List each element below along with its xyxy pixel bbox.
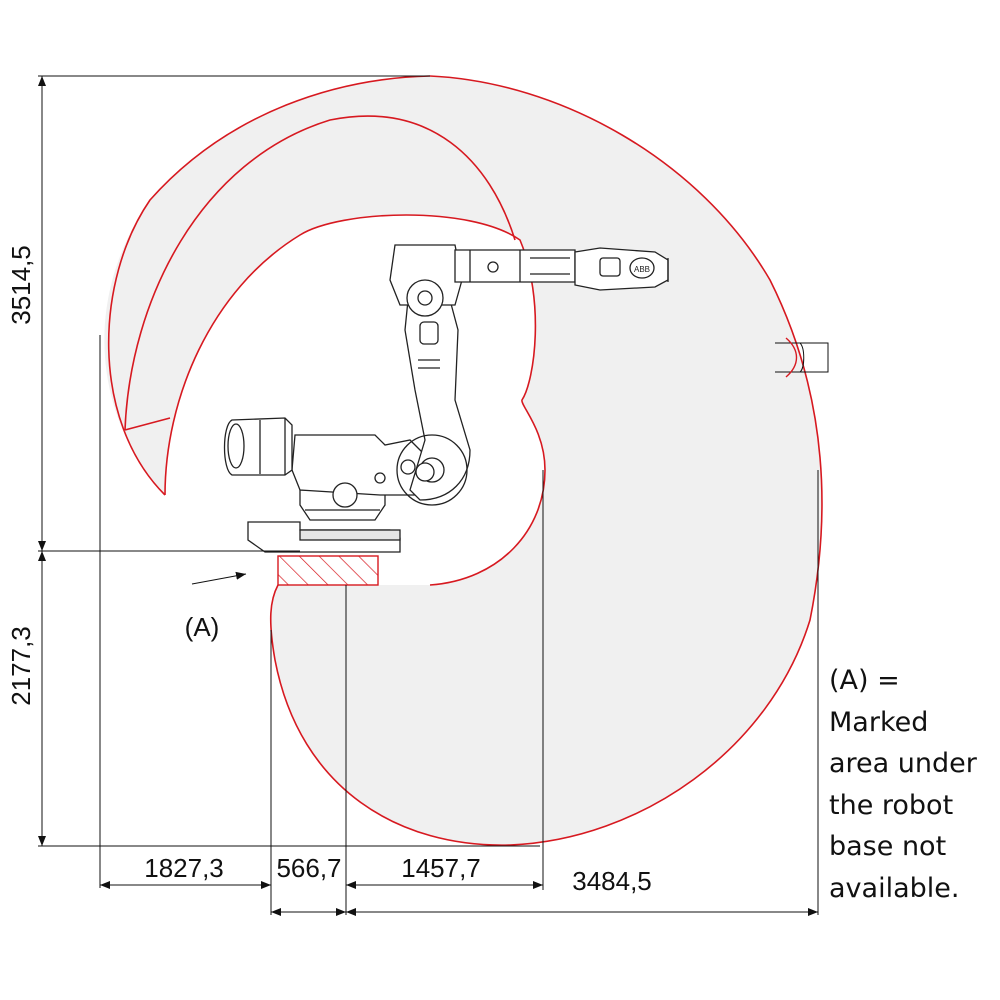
width-left-label: 1827,3 xyxy=(144,853,224,883)
legend-line: base not xyxy=(829,831,947,862)
width-base-label: 566,7 xyxy=(276,853,341,883)
robot-lower-arm xyxy=(404,299,471,501)
height-upper-label: 3514,5 xyxy=(6,245,36,325)
legend-note: (A) = Marked area under the robot base n… xyxy=(829,660,999,909)
legend-line: available. xyxy=(829,872,960,904)
robot-shoulder xyxy=(389,244,463,306)
marked-area-a xyxy=(277,555,379,586)
height-lower-label: 2177,3 xyxy=(6,626,36,706)
dimension-lines xyxy=(38,75,819,916)
robot-upper-arm xyxy=(454,249,576,283)
envelope-middle-chord xyxy=(124,417,171,431)
marker-a-label: (A) xyxy=(185,612,220,642)
envelope-left-arc xyxy=(107,75,431,496)
width-inner-label: 1457,7 xyxy=(401,853,481,883)
envelope-middle-arc xyxy=(124,115,516,431)
marker-a-arrow xyxy=(191,571,247,585)
width-outer-label: 3484,5 xyxy=(572,866,652,896)
legend-line: (A) = xyxy=(829,665,900,696)
legend-line: area under xyxy=(829,748,977,779)
legend-line: Marked xyxy=(829,706,929,738)
legend-line: the robot xyxy=(829,789,954,821)
envelope-outer-boundary xyxy=(269,75,823,846)
robot-logo: ABB xyxy=(634,265,650,274)
robot: ABB xyxy=(223,244,669,553)
